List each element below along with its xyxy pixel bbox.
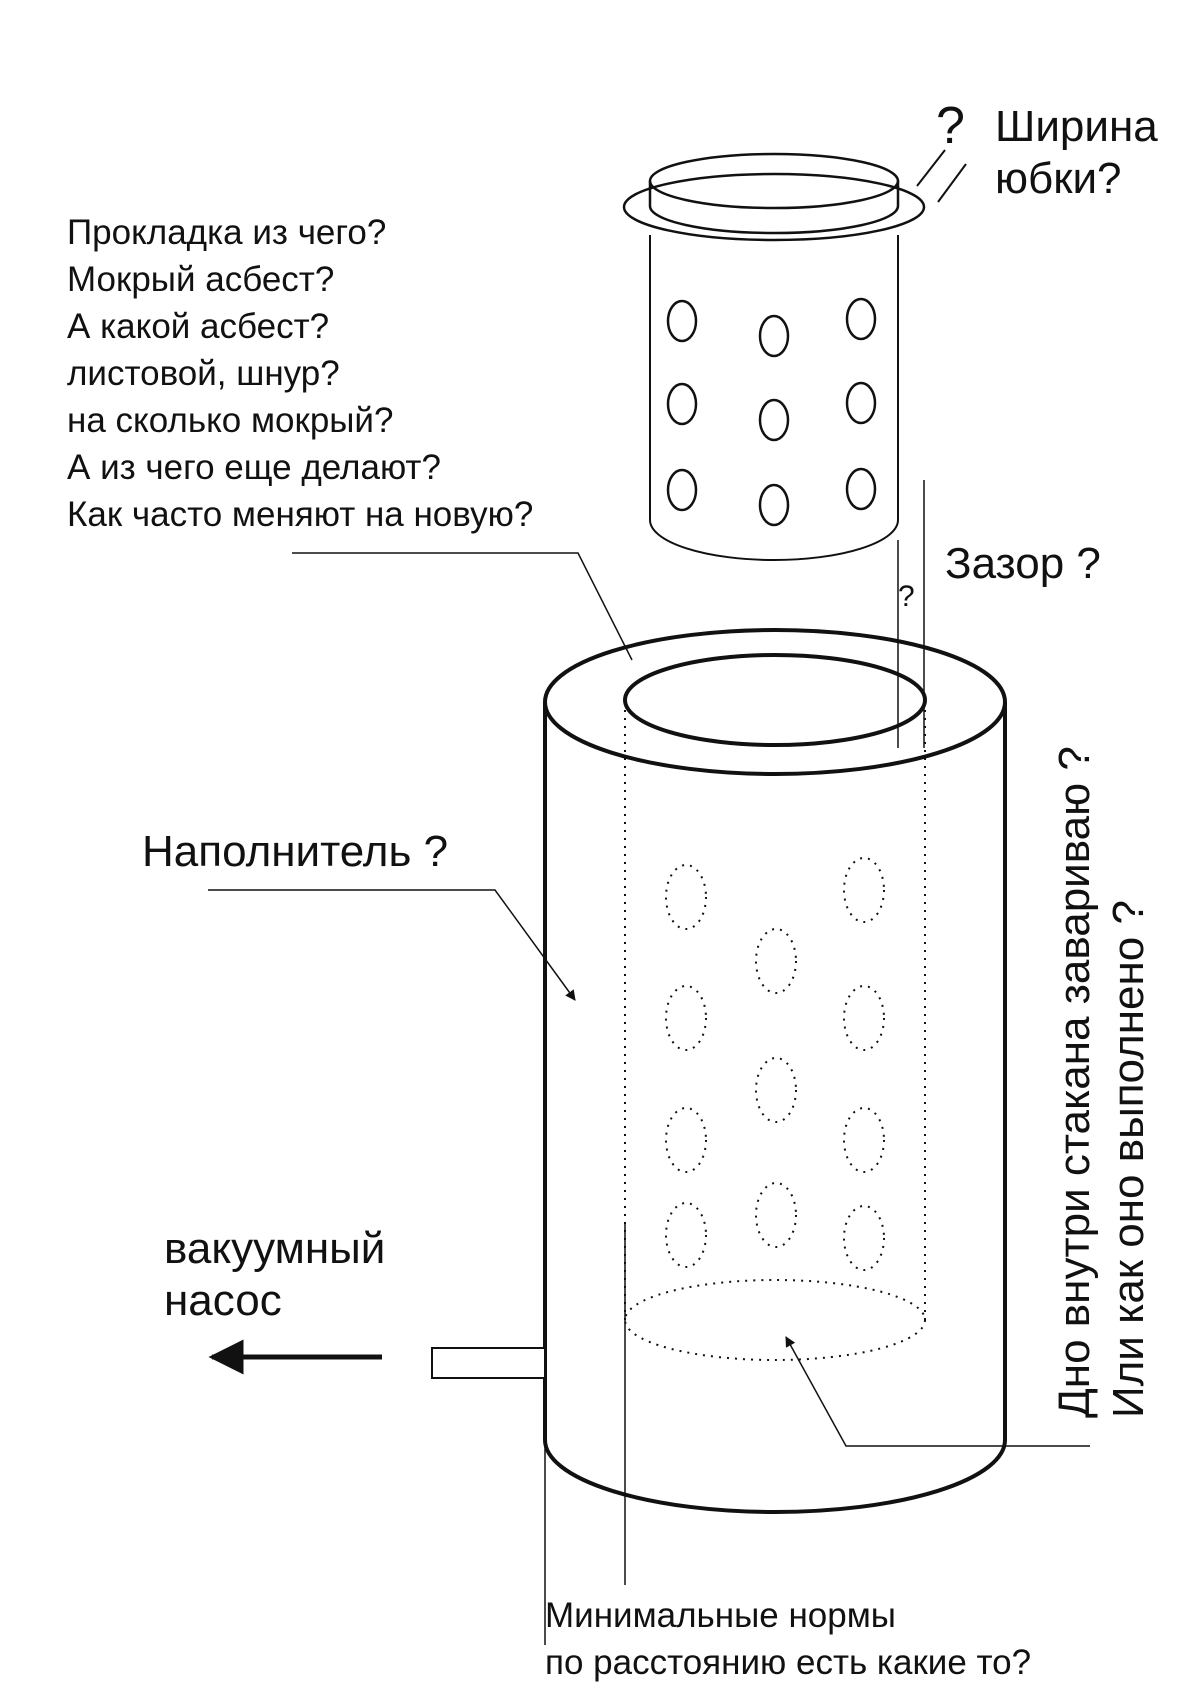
cup-hole (666, 382, 698, 426)
hidden-inner-cup (624, 702, 926, 1361)
hidden-hole (665, 1202, 707, 1268)
hidden-hole (843, 857, 885, 923)
gasket-label: Прокладка из чего? Мокрый асбест? А како… (67, 209, 533, 538)
cup-hole (758, 398, 790, 442)
hidden-hole (755, 928, 797, 994)
outer-cylinder (543, 628, 1007, 1514)
gasket-line: Прокладка из чего? (67, 213, 387, 252)
skirt-question-mark: ? (936, 97, 965, 155)
inner-cup-body (649, 235, 899, 561)
inner-cup-skirt (622, 172, 926, 242)
hidden-hole (843, 1205, 885, 1271)
bottom-inside-line: Дно внутри стакана завариваю ? (1050, 746, 1099, 1418)
outer-cylinder-top (543, 628, 1007, 776)
inner-opening (623, 653, 927, 747)
outer-cylinder-bottom (543, 1439, 1007, 1514)
hidden-hole (665, 1107, 707, 1173)
skirt-width-line: Ширина (995, 102, 1158, 151)
min-norms-label: Минимальные нормы по расстоянию есть как… (545, 1592, 1031, 1686)
gasket-leader (292, 552, 633, 661)
cup-hole (666, 299, 698, 343)
skirt-width-line: юбки? (995, 154, 1122, 203)
hidden-hole (843, 1107, 885, 1173)
cup-hole (845, 467, 877, 511)
hidden-hole (665, 985, 707, 1051)
gap-question-mark: ? (898, 580, 915, 613)
hidden-hole (755, 1182, 797, 1248)
filler-leader (208, 889, 576, 1001)
cup-hole (758, 483, 790, 527)
filler-label: Наполнитель ? (142, 827, 449, 876)
inner-cup-lid-side (648, 181, 900, 235)
distance-marks (544, 1222, 626, 1645)
skirt-width-marks (916, 149, 967, 203)
vacuum-pipe (431, 1347, 546, 1379)
gasket-line: на сколько мокрый? (67, 401, 394, 440)
bottom-leader (785, 1336, 1090, 1447)
vacuum-pump-label: вакуумный насос (164, 1223, 385, 1327)
inner-cup (622, 152, 926, 561)
min-norms-line: Минимальные нормы (545, 1596, 896, 1635)
cup-hole (758, 314, 790, 358)
gasket-line: Как часто меняют на новую? (67, 495, 534, 534)
gap-marks (897, 480, 925, 748)
gasket-line: листовой, шнур? (67, 354, 340, 393)
gasket-line: Мокрый асбест? (67, 260, 335, 299)
cup-hole (845, 381, 877, 425)
hidden-hole (665, 864, 707, 930)
vacuum-pump-line: насос (164, 1276, 282, 1325)
skirt-width-label: Ширина юбки? (995, 101, 1158, 205)
vacuum-pump-line: вакуумный (164, 1224, 386, 1273)
gap-label: Зазор ? (945, 539, 1101, 588)
bottom-inside-label: Дно внутри стакана завариваю ? Или как о… (1048, 746, 1156, 1418)
hidden-hole (843, 985, 885, 1051)
inner-cup-holes (666, 297, 877, 527)
bottom-inside-line: Или как оно выполнено ? (1104, 900, 1153, 1418)
cup-hole (845, 297, 877, 341)
gasket-line: А из чего еще делают? (67, 448, 441, 487)
cup-hole (666, 468, 698, 512)
gasket-line: А какой асбест? (67, 307, 330, 346)
hidden-bottom (624, 1279, 926, 1361)
hidden-hole (755, 1057, 797, 1123)
min-norms-line: по расстоянию есть какие то? (545, 1643, 1032, 1682)
